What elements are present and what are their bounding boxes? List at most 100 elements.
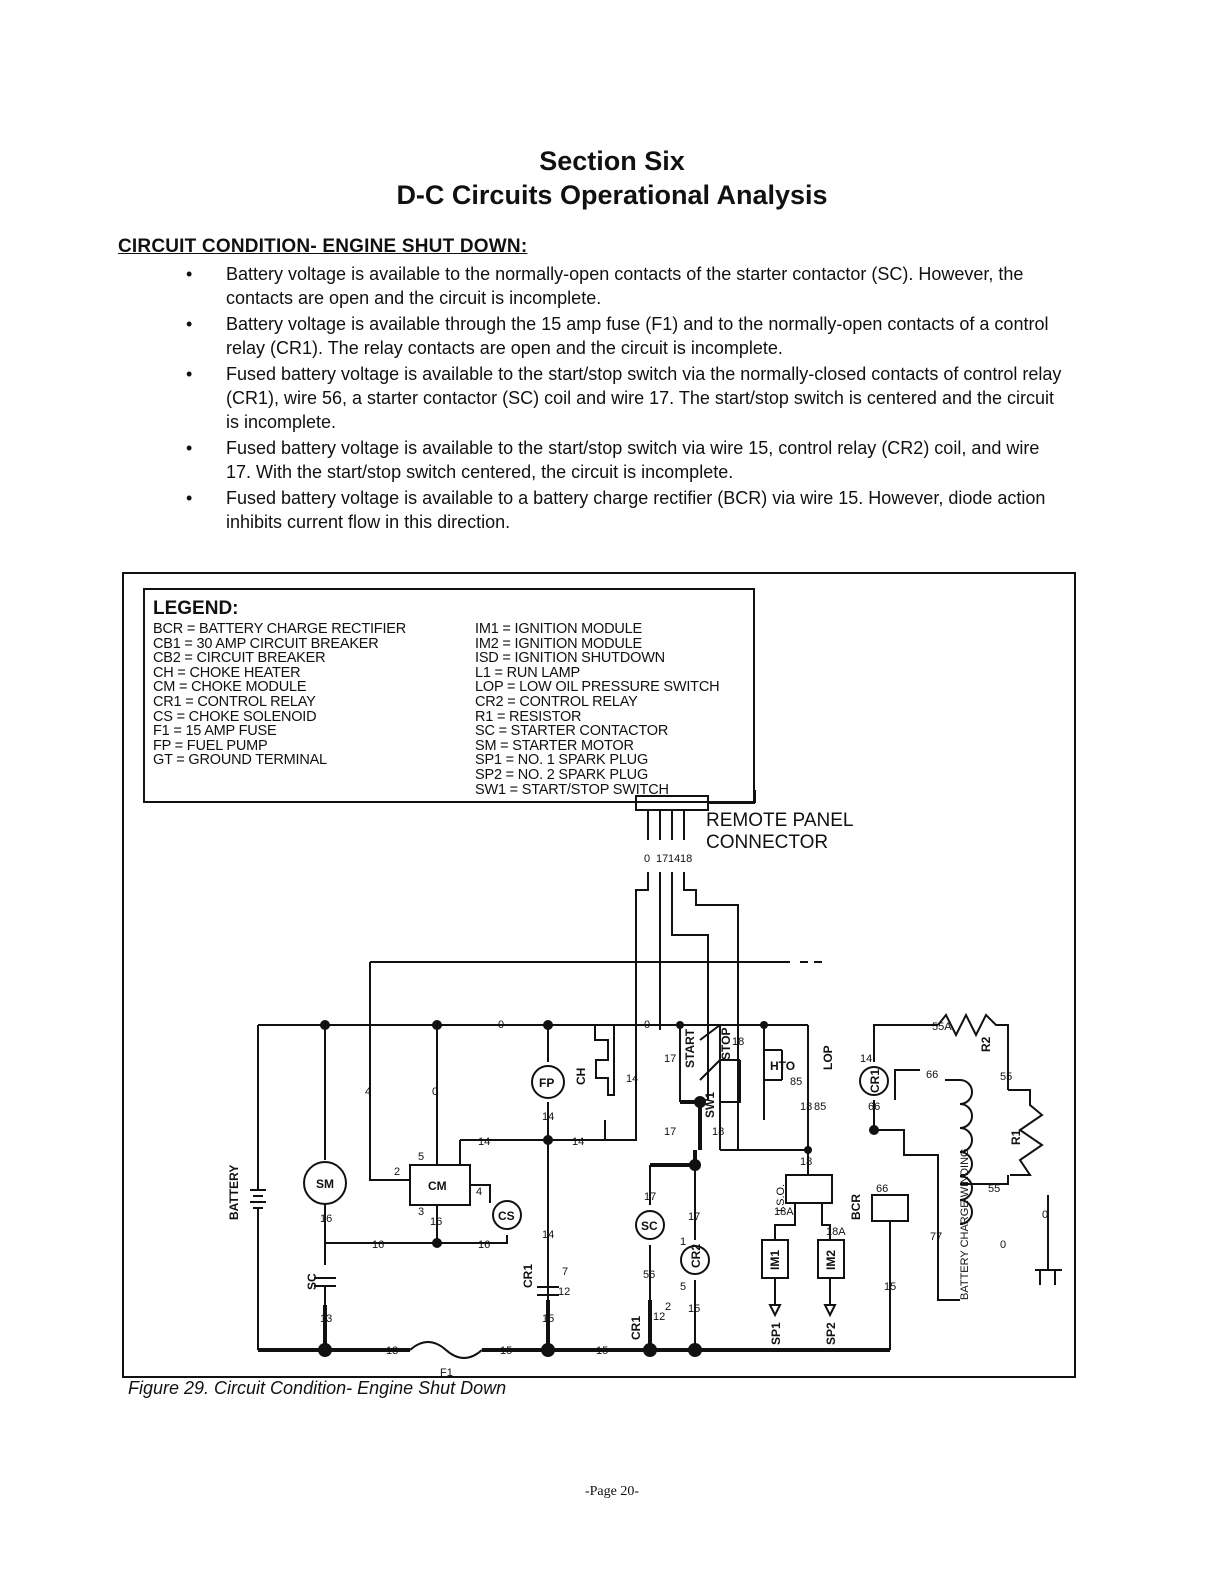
bcr-label: BCR: [849, 1194, 863, 1220]
wire-number: 0: [644, 1019, 650, 1031]
legend-entry: GT = GROUND TERMINAL: [153, 752, 327, 769]
fp-label: FP: [539, 1076, 554, 1090]
legend-entry: ISD = IGNITION SHUTDOWN: [475, 650, 665, 667]
section-subtitle: D-C Circuits Operational Analysis: [396, 180, 828, 210]
cr1-contact-label: CR1: [521, 1264, 535, 1288]
legend-entry: CH = CHOKE HEATER: [153, 664, 301, 681]
legend-entry: CM = CHOKE MODULE: [153, 679, 307, 696]
wire-number: 15: [500, 1345, 512, 1357]
wire-number: 13: [386, 1345, 398, 1357]
wire-number: 1: [680, 1236, 686, 1248]
legend-entry: CR1 = CONTROL RELAY: [153, 693, 316, 710]
remote-panel-line2: CONNECTOR: [706, 832, 829, 853]
cr1-center-label: CR1: [629, 1316, 643, 1340]
wire-number: 18: [800, 1156, 812, 1168]
wire-number: 18A: [774, 1206, 794, 1218]
legend-entry: CB1 = 30 AMP CIRCUIT BREAKER: [153, 635, 379, 652]
wire-number: 55: [1000, 1071, 1012, 1083]
wire-number: 0: [498, 1019, 504, 1031]
section-title: Section Six: [539, 146, 685, 176]
sc-coil-circle: [635, 1210, 665, 1240]
wire-number: 0: [432, 1086, 438, 1098]
wire-number: 17: [664, 1126, 676, 1138]
cr1-coil-label: CR1: [868, 1069, 882, 1093]
sp1-label: SP1: [769, 1322, 783, 1345]
wire-number: 18: [712, 1126, 724, 1138]
wire-number: 14: [478, 1136, 490, 1148]
legend-entry: CB2 = CIRCUIT BREAKER: [153, 650, 326, 667]
start-label: START: [683, 1028, 697, 1068]
bullet-item: Fused battery voltage is available to th…: [186, 436, 1066, 484]
title-block: Section Six D-C Circuits Operational Ana…: [0, 144, 1224, 212]
wire-number: 16: [430, 1216, 442, 1228]
figure-frame: [122, 572, 1076, 1378]
fp-pump-circle: [531, 1065, 565, 1099]
wire-number: 0: [1042, 1209, 1048, 1221]
wire-number: 2: [394, 1166, 400, 1178]
wire-number: 17: [664, 1053, 676, 1065]
remote-panel-line1: REMOTE PANEL: [706, 810, 854, 831]
wire-number: 15: [542, 1313, 554, 1325]
r1-label: R1: [1009, 1129, 1023, 1145]
wire-number: 18A: [826, 1226, 846, 1238]
wire-number: 18: [680, 853, 692, 865]
wire-number: 16: [320, 1213, 332, 1225]
wire-number: 14: [626, 1073, 638, 1085]
wire-number: 5: [418, 1151, 424, 1163]
stop-label: STOP: [719, 1028, 733, 1060]
wire-number: 14: [860, 1053, 872, 1065]
legend-entry: L1 = RUN LAMP: [475, 664, 580, 681]
legend-entry: CR2 = CONTROL RELAY: [475, 693, 638, 710]
wire-number: 4: [476, 1186, 482, 1198]
wire-number: 13: [320, 1313, 332, 1325]
wire-number: 17: [688, 1211, 700, 1223]
r2-label: R2: [979, 1036, 993, 1052]
legend-entry: IM2 = IGNITION MODULE: [475, 635, 643, 652]
bullet-item: Battery voltage is available through the…: [186, 312, 1066, 360]
wire-number: 5: [680, 1281, 686, 1293]
legend-entry: LOP = LOW OIL PRESSURE SWITCH: [475, 679, 720, 696]
condition-bullet-list: Battery voltage is available to the norm…: [186, 262, 1066, 536]
wire-number: 15: [688, 1303, 700, 1315]
sc-coil-label: SC: [641, 1219, 658, 1233]
wire-number: 14: [542, 1111, 554, 1123]
winding-label: BATTERY CHARGE WINDING: [959, 1148, 971, 1300]
f1-label: F1: [440, 1367, 453, 1379]
wire-number: 0: [644, 853, 650, 865]
wire-number: 85: [790, 1076, 802, 1088]
remote-connector-block: [635, 795, 709, 811]
sc-contact-label: SC: [305, 1273, 319, 1290]
legend-entry: CS = CHOKE SOLENOID: [153, 708, 317, 725]
cm-label: CM: [428, 1179, 447, 1193]
cs-solenoid-circle: [492, 1200, 522, 1230]
wire-number: 15: [596, 1345, 608, 1357]
wire-number: 14: [572, 1136, 584, 1148]
legend-entry: R1 = RESISTOR: [475, 708, 582, 725]
wire-number: 17: [644, 1191, 656, 1203]
legend-title: LEGEND:: [153, 598, 239, 619]
wire-number: 56: [643, 1269, 655, 1281]
wire-number: 66: [926, 1069, 938, 1081]
circuit-condition-heading: CIRCUIT CONDITION- ENGINE SHUT DOWN:: [118, 236, 528, 257]
wire-number: 14: [542, 1229, 554, 1241]
wire-number: 18: [732, 1036, 744, 1048]
wire-number: 16: [372, 1239, 384, 1251]
wire-number: 4: [365, 1086, 371, 1098]
isd-label: I.S.O.: [775, 1184, 787, 1212]
im2-label: IM2: [824, 1250, 838, 1270]
legend-entry: SC = STARTER CONTACTOR: [475, 723, 669, 740]
cr2-coil-circle: [680, 1245, 710, 1275]
wire-number: 66: [868, 1101, 880, 1113]
sm-label: SM: [316, 1177, 334, 1191]
sp2-label: SP2: [824, 1322, 838, 1345]
wire-number: 14: [668, 853, 680, 865]
wire-number: 17: [656, 853, 668, 865]
wire-number: 12: [558, 1286, 570, 1298]
legend-entry: BCR = BATTERY CHARGE RECTIFIER: [153, 621, 407, 637]
wire-number: 18: [800, 1101, 812, 1113]
figure-caption: Figure 29. Circuit Condition- Engine Shu…: [128, 1378, 507, 1398]
hto-label: HTO: [770, 1059, 795, 1073]
legend-entry: SP2 = NO. 2 SPARK PLUG: [475, 766, 649, 783]
wire-number: 3: [418, 1206, 424, 1218]
wire-number: 55A: [932, 1021, 952, 1033]
